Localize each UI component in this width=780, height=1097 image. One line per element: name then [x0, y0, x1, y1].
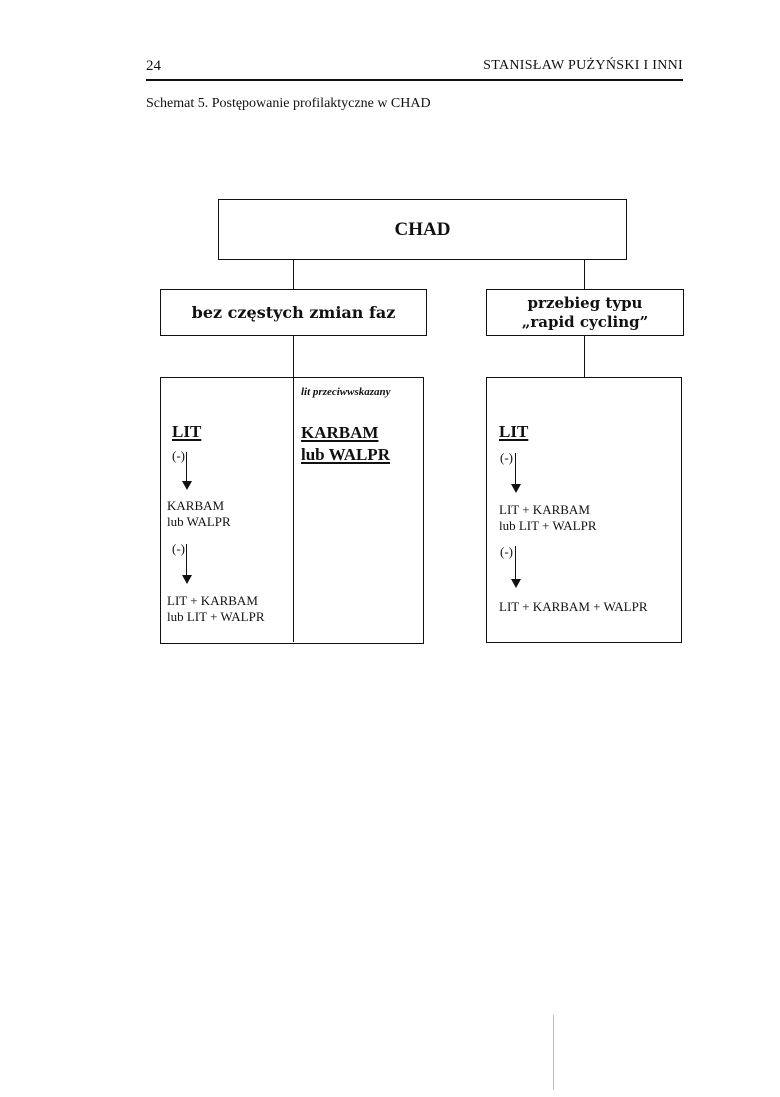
left-branch-main-box: LIT (-) KARBAM lub WALPR (-) LIT + KARBA…: [160, 377, 424, 644]
left-branch-title: bez częstych zmian faz: [191, 303, 396, 322]
page-number: 24: [146, 58, 161, 74]
connector-left-title-main: [293, 336, 294, 377]
left-third-line1: LIT + KARBAM: [167, 593, 258, 608]
right-branch-title: przebieg typu „rapid cycling”: [522, 294, 649, 332]
left-step1-arrow-icon: [182, 452, 192, 490]
right-first-line-drug: LIT: [499, 422, 529, 441]
running-header-author: STANISŁAW PUŻYŃSKI I INNI: [483, 58, 683, 73]
right-branch-main-box: LIT (-) LIT + KARBAM lub LIT + WALPR (-)…: [486, 377, 682, 643]
left-second-line2: lub WALPR: [167, 514, 231, 529]
left-column-divider: [293, 378, 294, 642]
left-step2-arrow-icon: [182, 544, 192, 584]
left-third-line2: lub LIT + WALPR: [167, 609, 265, 624]
right-step1-arrow-icon: [511, 453, 521, 493]
contraindicated-alternative: KARBAM lub WALPR: [301, 422, 390, 466]
connector-right-title-main: [584, 336, 585, 377]
right-second-line2: lub LIT + WALPR: [499, 518, 597, 533]
figure-caption: Schemat 5. Postępowanie profilaktyczne w…: [146, 96, 431, 111]
contraindication-note: lit przeciwwskazany: [301, 386, 391, 398]
left-second-line1: KARBAM: [167, 498, 225, 513]
left-step2-marker: (-): [172, 541, 185, 556]
right-third-line: LIT + KARBAM + WALPR: [499, 599, 648, 614]
right-step2-arrow-icon: [511, 546, 521, 588]
right-branch-title-box: przebieg typu „rapid cycling”: [486, 289, 684, 336]
scan-artifact-line: [553, 1015, 554, 1090]
right-second-line1: LIT + KARBAM: [499, 502, 590, 517]
header-rule: [146, 79, 683, 81]
connector-root-left: [293, 260, 294, 289]
left-step1-marker: (-): [172, 448, 185, 463]
left-branch-title-box: bez częstych zmian faz: [160, 289, 427, 336]
alternative-line2: lub WALPR: [301, 445, 390, 464]
right-step2-marker: (-): [500, 544, 513, 559]
connector-root-right: [584, 260, 585, 289]
root-label: CHAD: [394, 218, 451, 240]
left-first-line-drug: LIT: [172, 422, 202, 441]
alternative-line1: KARBAM: [301, 423, 379, 442]
root-box: CHAD: [218, 199, 627, 260]
right-branch-title-line2: „rapid cycling”: [521, 312, 649, 331]
right-step1-marker: (-): [500, 450, 513, 465]
right-branch-title-line1: przebieg typu: [527, 293, 643, 312]
